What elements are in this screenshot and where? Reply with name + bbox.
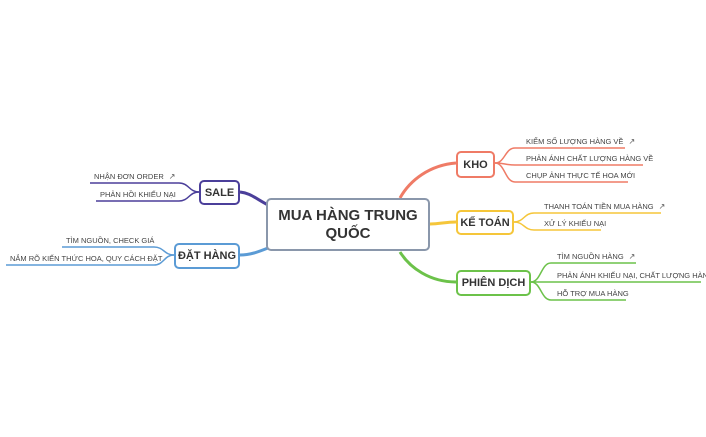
topic-ke-toan-label: KẾ TOÁN bbox=[460, 216, 510, 229]
subtopic-kho-1[interactable]: KIỂM SỐ LƯỢNG HÀNG VỀ ↗ bbox=[526, 137, 636, 146]
subtopic-label: TÌM NGUỒN HÀNG bbox=[557, 252, 624, 261]
connector-ketoan bbox=[429, 220, 457, 226]
subtopic-dathang-1[interactable]: TÌM NGUỒN, CHECK GIÁ bbox=[66, 236, 154, 245]
subtopic-ketoan-2[interactable]: XỬ LÝ KHIẾU NẠI bbox=[544, 219, 606, 228]
subtopic-sale-2[interactable]: PHẢN HỒI KHIẾU NẠI bbox=[100, 190, 176, 199]
subtopic-label: HỖ TRỢ MUA HÀNG bbox=[557, 289, 629, 298]
subtopic-dathang-2[interactable]: NẮM RÕ KIẾN THỨC HOA, QUY CÁCH ĐẶT bbox=[10, 254, 162, 263]
subtopic-phiendich-3[interactable]: HỖ TRỢ MUA HÀNG bbox=[557, 289, 629, 298]
topic-dat-hang-label: ĐẶT HÀNG bbox=[177, 250, 237, 262]
subtopic-kho-2[interactable]: PHẢN ÁNH CHẤT LƯỢNG HÀNG VỀ bbox=[526, 154, 653, 163]
subtopic-sale-1[interactable]: NHẬN ĐƠN ORDER ↗ bbox=[94, 172, 177, 181]
central-topic[interactable]: MUA HÀNG TRUNG QUỐC bbox=[266, 198, 430, 251]
subtopic-label: XỬ LÝ KHIẾU NẠI bbox=[544, 219, 607, 228]
subtopic-label: PHẢN ÁNH KHIẾU NẠI, CHẤT LƯỢNG HÀNG bbox=[557, 271, 706, 280]
subtopic-label: THANH TOÁN TIỀN MUA HÀNG bbox=[544, 202, 654, 211]
subtopic-label: NẮM RÕ KIẾN THỨC HOA, QUY CÁCH ĐẶT bbox=[10, 254, 163, 263]
topic-phien-dich-label: PHIÊN DỊCH bbox=[461, 277, 526, 289]
subtopic-label: TÌM NGUỒN, CHECK GIÁ bbox=[66, 236, 155, 245]
subtopic-phiendich-1[interactable]: TÌM NGUỒN HÀNG ↗ bbox=[557, 252, 637, 261]
subtopic-phiendich-2[interactable]: PHẢN ÁNH KHIẾU NẠI, CHẤT LƯỢNG HÀNG bbox=[557, 271, 706, 280]
topic-ke-toan[interactable]: KẾ TOÁN bbox=[456, 210, 514, 235]
topic-sale[interactable]: SALE bbox=[199, 180, 240, 205]
subtopic-label: PHẢN ÁNH CHẤT LƯỢNG HÀNG VỀ bbox=[526, 154, 654, 163]
external-link-icon[interactable]: ↗ bbox=[628, 251, 636, 261]
subtopic-label: KIỂM SỐ LƯỢNG HÀNG VỀ bbox=[526, 137, 624, 146]
connector-sale bbox=[239, 190, 269, 207]
topic-kho-label: KHO bbox=[463, 158, 488, 171]
topic-dat-hang[interactable]: ĐẶT HÀNG bbox=[174, 243, 240, 269]
subtopic-kho-3[interactable]: CHỤP ẢNH THỰC TẾ HOA MỚI bbox=[526, 171, 635, 180]
subtopic-ketoan-1[interactable]: THANH TOÁN TIỀN MUA HÀNG ↗ bbox=[544, 202, 667, 211]
connector-kho bbox=[398, 161, 457, 199]
subtopic-label: CHỤP ẢNH THỰC TẾ HOA MỚI bbox=[526, 171, 636, 180]
external-link-icon[interactable]: ↗ bbox=[628, 136, 636, 146]
subtopic-label: NHẬN ĐƠN ORDER bbox=[94, 172, 164, 181]
external-link-icon[interactable]: ↗ bbox=[168, 171, 176, 181]
central-topic-label: MUA HÀNG TRUNG QUỐC bbox=[278, 206, 418, 242]
topic-kho[interactable]: KHO bbox=[456, 151, 495, 178]
topic-sale-label: SALE bbox=[204, 186, 235, 199]
connector-phiendich bbox=[398, 251, 457, 284]
subtopic-label: PHẢN HỒI KHIẾU NẠI bbox=[100, 190, 176, 199]
external-link-icon[interactable]: ↗ bbox=[658, 201, 666, 211]
topic-phien-dich[interactable]: PHIÊN DỊCH bbox=[456, 270, 531, 296]
connector-dathang bbox=[239, 246, 269, 257]
